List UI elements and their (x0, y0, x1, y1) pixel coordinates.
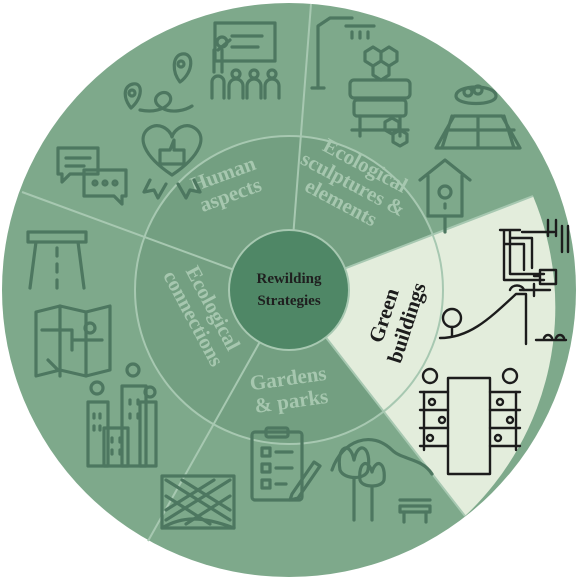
clipboard-checklist-icon (250, 426, 322, 502)
park-bench-trees-icon (330, 438, 434, 524)
trellis-fence-icon (160, 474, 236, 530)
presentation-board-icon (210, 21, 281, 100)
highway-bridge-icon (26, 230, 88, 290)
street-lamp-icon (310, 16, 376, 90)
center-title-line1: Rewilding (256, 271, 322, 287)
center-circle (228, 229, 350, 351)
location-route-icon (123, 52, 194, 113)
center-title-line2: Strategies (257, 293, 320, 309)
birdhouse-icon (418, 158, 472, 234)
bench-with-hexagons-icon (348, 45, 412, 148)
chat-bubbles-icon (56, 146, 128, 206)
city-map-icon (34, 304, 112, 378)
green-towers-icon (86, 362, 158, 468)
vertical-garden-building-icon (418, 367, 522, 476)
hill-landscape-icon (438, 284, 568, 346)
heart-thumbs-up-badge-icon (141, 124, 203, 200)
bird-nest-roof-icon (434, 84, 522, 150)
inner-ring-outline (134, 135, 444, 445)
